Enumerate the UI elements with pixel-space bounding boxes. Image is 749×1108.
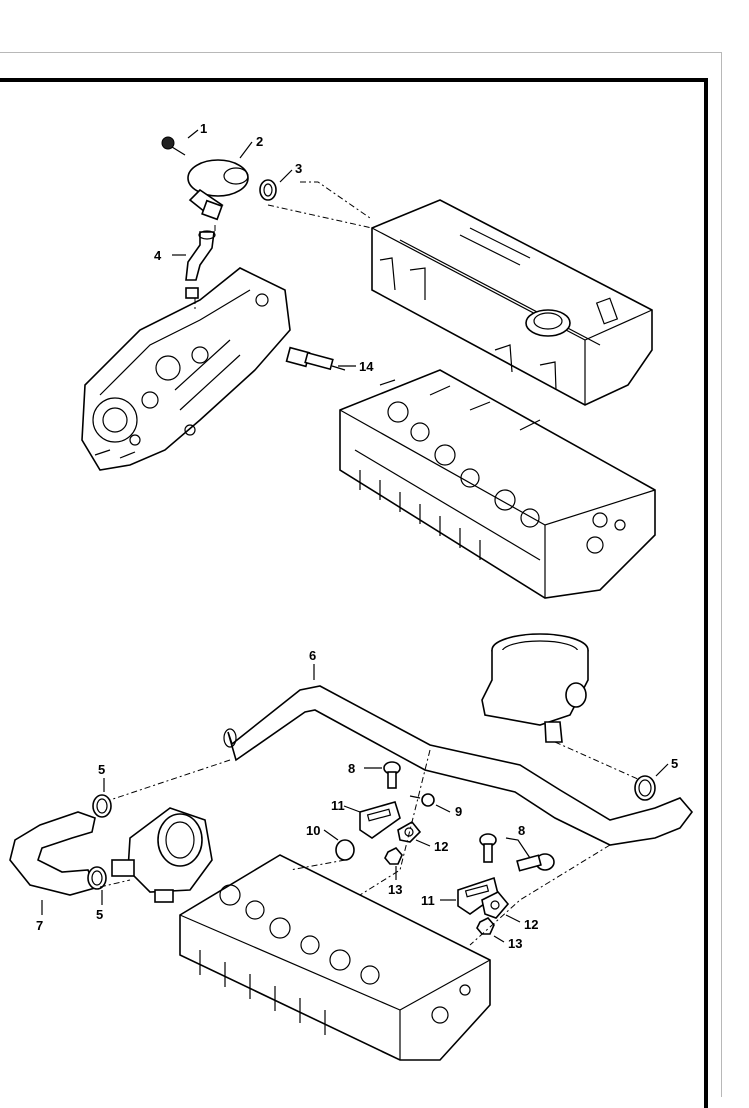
breather-valve (111, 807, 213, 903)
bolt (383, 761, 401, 789)
cylinder-head-upper (339, 369, 656, 599)
callout-3: 3 (295, 161, 302, 176)
callout-11: 11 (331, 798, 345, 813)
page-top-rule (0, 52, 722, 53)
intake-elbow (481, 633, 589, 743)
callout-5: 5 (98, 762, 105, 777)
cylinder-head-lower (179, 854, 491, 1061)
hose-clamp (87, 866, 107, 890)
nut (476, 917, 495, 935)
temperature-sensor (285, 346, 346, 371)
diagram-frame (0, 78, 708, 1108)
breather-cap (187, 159, 249, 221)
callout-13: 13 (508, 936, 522, 951)
bolt (516, 853, 555, 872)
spacer (335, 839, 355, 861)
callout-12: 12 (434, 839, 448, 854)
hose-clip (481, 891, 510, 919)
bolt (161, 136, 186, 156)
callout-5: 5 (671, 756, 678, 771)
callout-7: 7 (36, 918, 43, 933)
callout-14: 14 (359, 359, 374, 374)
callout-8: 8 (518, 823, 525, 838)
callout-6: 6 (309, 648, 316, 663)
callout-9: 9 (455, 804, 462, 819)
long-hose (223, 685, 694, 846)
callout-4: 4 (154, 248, 162, 263)
page-right-rule (721, 52, 722, 1097)
callout-8: 8 (348, 761, 355, 776)
timing-cover (81, 267, 291, 471)
callout-2: 2 (256, 134, 263, 149)
callout-1: 1 (200, 121, 207, 136)
callout-13: 13 (388, 882, 402, 897)
valve-cover (371, 199, 653, 406)
callout-11: 11 (421, 893, 435, 908)
nut (384, 847, 403, 865)
o-ring (259, 179, 277, 201)
bolt (479, 833, 497, 863)
hose-clamp (634, 775, 656, 801)
breather-hose (185, 230, 216, 299)
mounting-bracket (359, 801, 401, 839)
callout-10: 10 (306, 823, 320, 838)
screw (409, 793, 435, 807)
callout-5: 5 (96, 907, 103, 922)
callout-12: 12 (524, 917, 538, 932)
short-hose (9, 811, 97, 896)
hose-clamp (92, 794, 112, 818)
